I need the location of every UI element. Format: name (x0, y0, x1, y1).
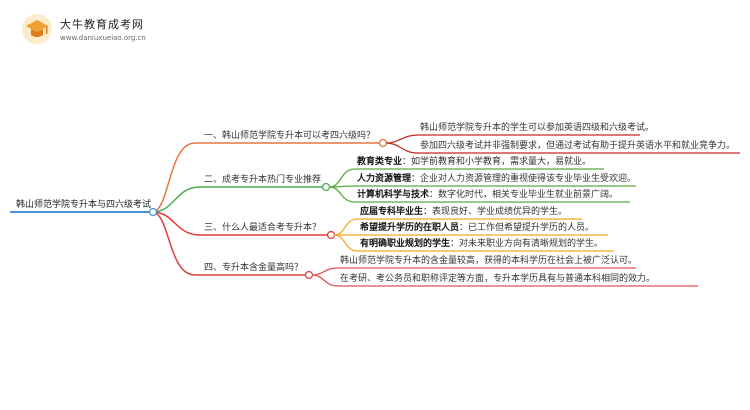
leaf-desc: ：数字化时代，相关专业毕业生就业前景广阔。 (429, 190, 619, 200)
branch-2-node-dot (321, 182, 331, 192)
leaf-term: 计算机科学与技术 (357, 190, 430, 200)
branch-3-leaf-3-line (333, 234, 614, 252)
branch-4-node-dot (304, 270, 314, 280)
leaf-term: 人力资源管理 (357, 174, 412, 184)
graduation-cap-logo-icon (22, 14, 52, 44)
root-node-dot (148, 207, 158, 217)
logo-site: www.daniuxueiao.org.cn (60, 34, 146, 42)
leaf-desc: ：已工作但希望提升学历的人员。 (459, 223, 595, 233)
logo: 大牛教育成考网 www.daniuxueiao.org.cn (20, 10, 200, 50)
logo-title: 大牛教育成考网 (60, 18, 144, 31)
branch-4-leaf-1: 韩山师范学院专升本的含金量较高，获得的本科学历在社会上被广泛认可。 (340, 256, 638, 266)
branch-2-leaf-2: 人力资源管理：企业对人力资源管理的重视使得该专业毕业生受欢迎。 (357, 173, 636, 185)
root-to-branch-4 (151, 211, 306, 276)
branch-4-leaf-1-line (311, 267, 636, 276)
branch-1-leaf-2: 参加四六级考试并非强制要求，但通过考试有助于提升英语水平和就业竞争力。 (420, 141, 736, 151)
leaf-desc: ：对未来职业方向有清晰规划的学生。 (450, 239, 604, 249)
branch-3-leaf-2: 希望提升学历的在职人员：已工作但希望提升学历的人员。 (360, 222, 594, 234)
branch-4-leaf-2: 在考研、考公务员和职称评定等方面，专升本学历具有与普通本科相同的效力。 (340, 274, 656, 284)
leaf-desc: ：表现良好、学业成绩优异的学生。 (423, 207, 568, 217)
leaf-desc: ：如学前教育和小学教育，需求量大，易就业。 (402, 157, 592, 167)
root-to-branch-2 (151, 186, 323, 213)
root-topic: 韩山师范学院专升本与四六级考试 (16, 200, 152, 210)
branch-2-leaf-3: 计算机科学与技术：数字化时代，相关专业毕业生就业前景广阔。 (357, 189, 618, 201)
leaf-term: 应届专科毕业生 (360, 207, 424, 217)
branch-3-node-dot (326, 230, 336, 240)
leaf-desc: ：企业对人力资源管理的重视使得该专业毕业生受欢迎。 (411, 174, 637, 184)
root-to-branch-1 (151, 142, 380, 213)
branch-3-leaf-3: 有明确职业规划的学生：对未来职业方向有清晰规划的学生。 (360, 238, 603, 250)
branch-4-label: 四、专升本含金量高吗？ (204, 263, 304, 273)
branch-4-leaf-2-line (311, 274, 698, 287)
branch-2-leaf-2-line (328, 185, 636, 188)
branch-1-node-dot (378, 138, 388, 148)
branch-2-leaf-1: 教育类专业：如学前教育和小学教育，需求量大，易就业。 (357, 156, 591, 168)
branch-2-leaf-3-line (328, 186, 630, 203)
branch-1-leaf-1: 韩山师范学院专升本的学生可以参加英语四级和六级考试。 (420, 123, 655, 133)
root-to-branch-3 (151, 211, 328, 236)
leaf-term: 有明确职业规划的学生 (360, 239, 451, 249)
branch-3-label: 三、什么人最适合考专升本？ (204, 223, 322, 233)
branch-1-leaf-2-line (385, 142, 740, 154)
branch-3-leaf-1: 应届专科毕业生：表现良好、学业成绩优异的学生。 (360, 206, 567, 218)
branch-1-label: 一、韩山师范学院专升本可以考四六级吗？ (204, 131, 376, 141)
branch-1-leaf-1-line (385, 134, 640, 144)
leaf-term: 教育类专业 (357, 157, 403, 167)
leaf-term: 希望提升学历的在职人员 (360, 223, 460, 233)
branch-2-label: 二、成考专升本热门专业推荐 (204, 175, 322, 185)
